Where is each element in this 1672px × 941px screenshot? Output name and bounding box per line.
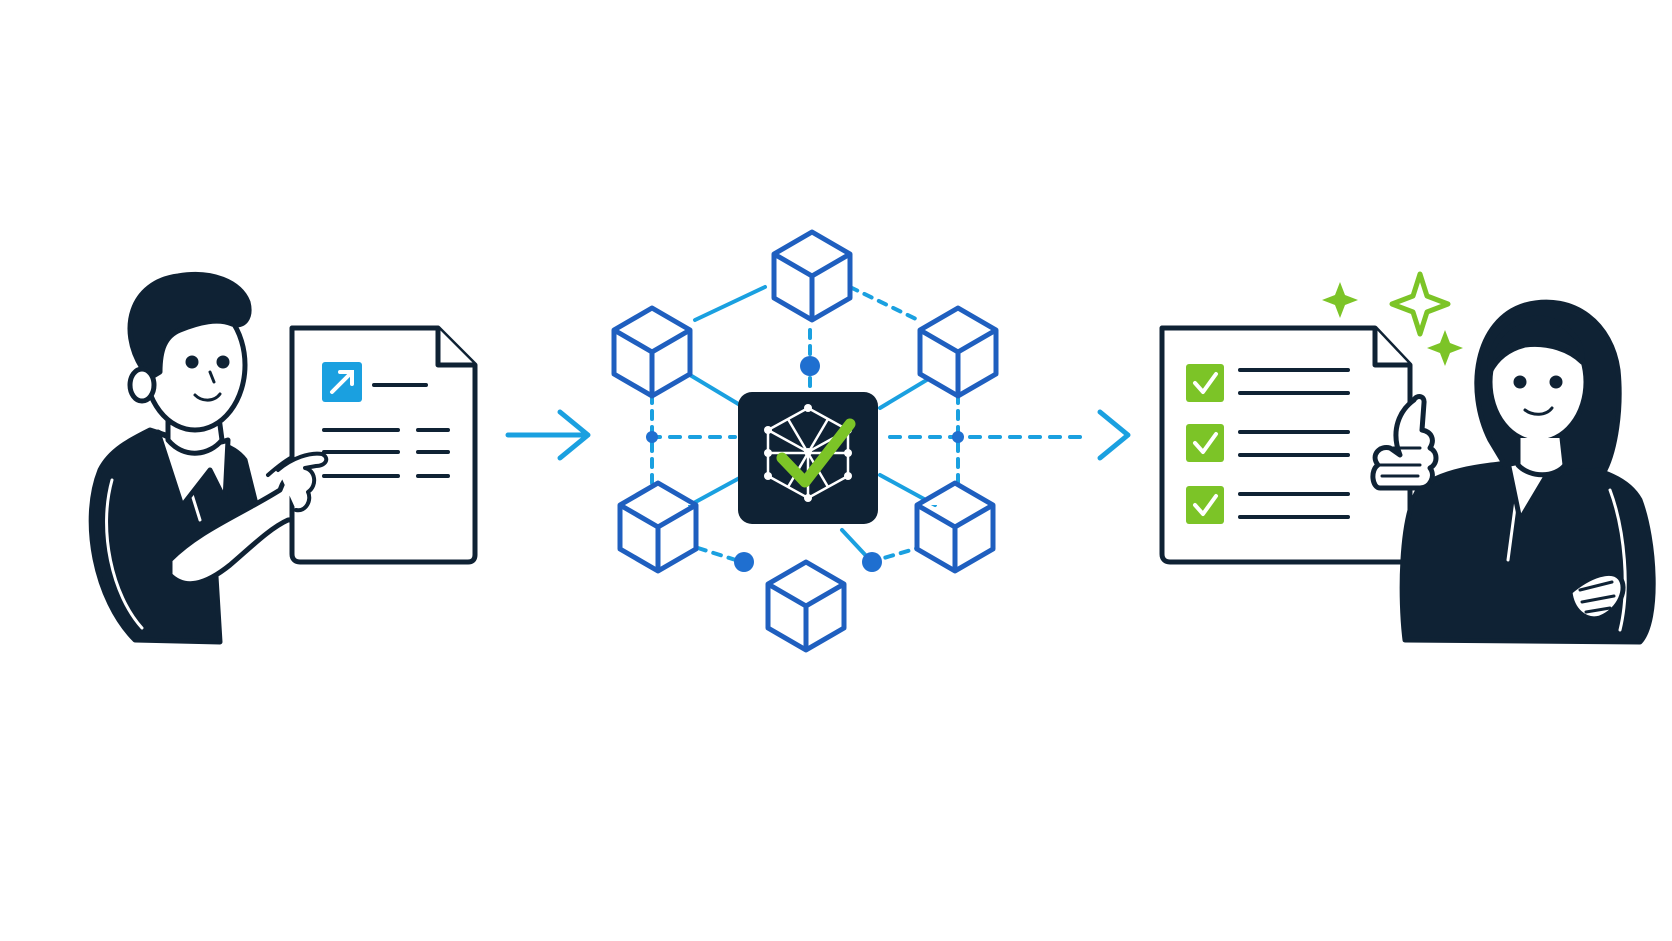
flow-arrow-left <box>505 409 591 461</box>
checklist-item <box>1186 364 1350 402</box>
block-cube-icon <box>765 559 847 653</box>
block-cube-icon <box>617 480 699 574</box>
verified-document-icon <box>1159 325 1413 565</box>
block-cube-icon <box>917 305 999 399</box>
network-node-dots <box>646 356 964 572</box>
block-cube-icon <box>771 229 853 323</box>
checklist-item <box>1186 424 1350 462</box>
sender-hair <box>127 271 252 381</box>
block-cube-icon <box>611 305 693 399</box>
validator-tile <box>738 392 878 524</box>
block-cube-icon <box>914 480 996 574</box>
flow-arrow-right <box>1097 409 1131 461</box>
green-check-icon <box>776 418 856 488</box>
network-links <box>648 285 1082 564</box>
sparkle-icon <box>1322 271 1463 366</box>
sender-hand <box>276 451 329 513</box>
blockchain-network-icon <box>611 229 1082 653</box>
receiver-person-icon <box>1370 299 1656 645</box>
sender-person-icon <box>88 271 329 645</box>
outgoing-document-icon <box>289 325 478 565</box>
checklist-item <box>1186 486 1350 524</box>
